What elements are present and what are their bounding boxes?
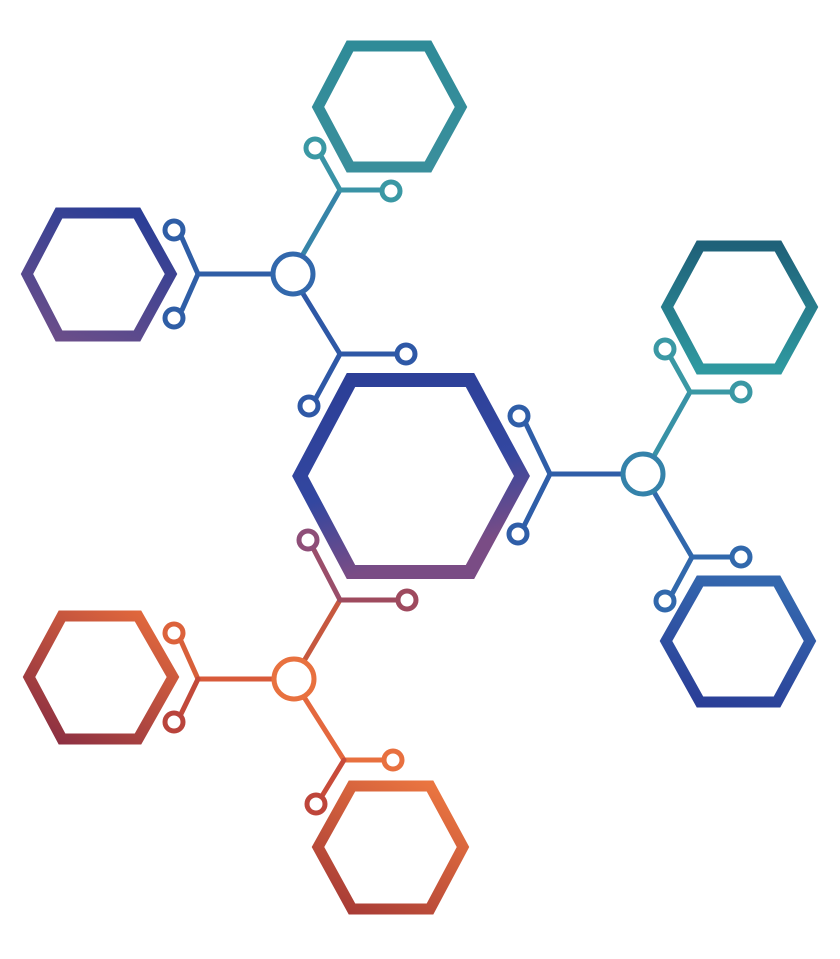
node-dot xyxy=(653,589,677,613)
hub-node xyxy=(271,656,317,702)
bottom-hexagon xyxy=(311,780,470,915)
connector-branch xyxy=(310,545,343,603)
node-dot xyxy=(303,136,327,160)
node-dot xyxy=(304,792,328,816)
hub-node xyxy=(270,251,316,297)
node-dot xyxy=(162,218,186,242)
connector-branch xyxy=(178,638,201,682)
connector-line xyxy=(301,597,343,664)
hub-group-right xyxy=(506,337,753,613)
connector-line xyxy=(651,489,695,560)
node-dot xyxy=(381,748,405,772)
connector-line xyxy=(299,289,343,357)
connector-line xyxy=(651,389,693,459)
top-hexagon xyxy=(311,40,468,173)
connector-branch xyxy=(668,355,693,395)
hub-node xyxy=(620,451,666,497)
node-dot xyxy=(162,710,186,734)
node-dot xyxy=(395,588,419,612)
connector-branch xyxy=(318,153,343,193)
connector-branch xyxy=(521,471,553,529)
hub-group-top-left xyxy=(162,136,418,418)
left-bottom-hexagon xyxy=(22,610,180,745)
node-dot xyxy=(296,528,320,552)
hub-group-bottom-left xyxy=(162,528,419,816)
connector-branch xyxy=(523,421,553,477)
connector-branch xyxy=(319,757,347,799)
hexagons xyxy=(20,40,819,915)
right-top-hexagon xyxy=(660,240,819,375)
node-dot xyxy=(507,404,531,428)
left-hexagon xyxy=(20,207,178,342)
node-dot xyxy=(297,394,321,418)
node-dot xyxy=(729,380,753,404)
node-dot xyxy=(729,545,753,569)
connector-branch xyxy=(179,271,201,313)
node-dot xyxy=(379,179,403,203)
node-dot xyxy=(162,621,186,645)
connector-branch xyxy=(178,676,201,717)
connector-branch xyxy=(313,351,343,401)
right-bottom-hexagon xyxy=(659,575,817,708)
connector-branch xyxy=(179,235,201,277)
node-dot xyxy=(506,522,530,546)
connector-line xyxy=(299,187,343,259)
node-dot xyxy=(394,342,418,366)
node-dot xyxy=(162,306,186,330)
connector-line xyxy=(301,694,347,763)
connector-branch xyxy=(669,554,695,597)
central-hexagon xyxy=(292,373,530,579)
node-dot xyxy=(653,337,677,361)
